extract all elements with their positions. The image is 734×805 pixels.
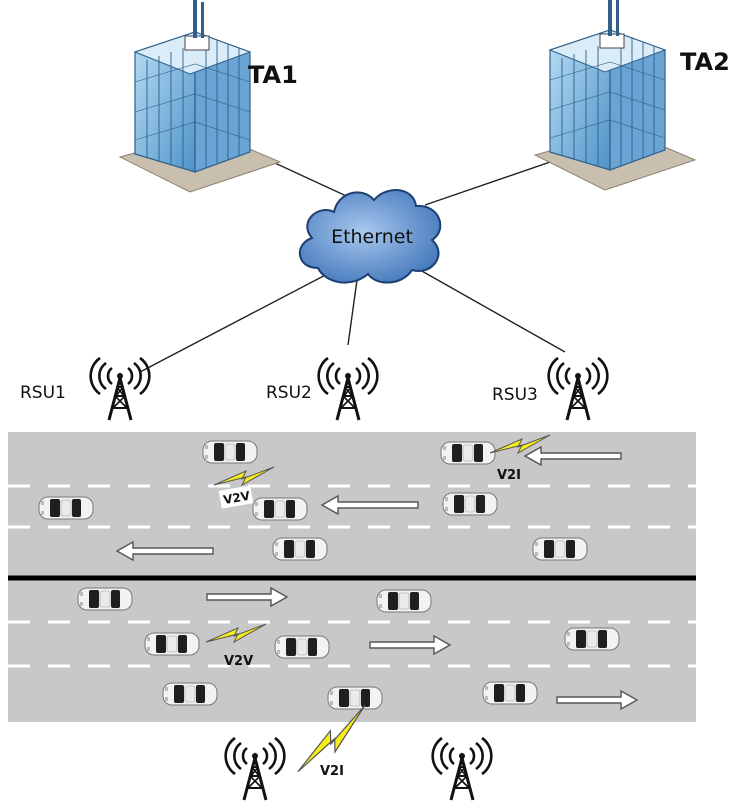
rsu2-label: RSU2 — [266, 383, 312, 403]
car — [442, 492, 498, 516]
cloud-icon-ethernet — [298, 188, 442, 284]
link-ethernet-rsu2 — [347, 279, 358, 346]
car — [532, 537, 588, 561]
car — [272, 537, 328, 561]
car — [162, 682, 218, 706]
car — [482, 681, 538, 705]
car — [274, 635, 330, 659]
rsu3-label: RSU3 — [492, 385, 538, 405]
v2v-label-bg — [218, 485, 254, 509]
v2i-label-top: V2I — [497, 468, 521, 483]
v2i-label-bottom: V2I — [320, 764, 344, 779]
rsu1-tower-icon — [89, 356, 151, 422]
car — [202, 440, 258, 464]
server-label-ta2: TA2 — [680, 48, 730, 76]
link-ethernet-rsu1 — [139, 269, 336, 373]
car — [144, 632, 200, 656]
v2v-label-top: V2V — [222, 489, 252, 508]
lane-markings — [8, 484, 696, 668]
rsu1-label: RSU1 — [20, 383, 66, 403]
car — [564, 627, 620, 651]
v2i-lightning-icon — [297, 705, 366, 773]
car — [252, 497, 308, 521]
link-ethernet-rsu3 — [419, 269, 566, 353]
v2v-label-bottom: V2V — [224, 654, 253, 669]
roadside-tower-icon — [431, 736, 493, 802]
car — [38, 496, 94, 520]
car — [327, 686, 383, 710]
car — [77, 587, 133, 611]
server-label-ta1: TA1 — [248, 61, 298, 89]
building-icon-ta1 — [119, 0, 281, 193]
roadside-tower-icon — [224, 736, 286, 802]
rsu3-tower-icon — [547, 356, 609, 422]
car — [376, 589, 432, 613]
building-icon-ta2 — [534, 0, 696, 191]
car — [440, 441, 496, 465]
cloud-label-ethernet: Ethernet — [331, 226, 413, 248]
rsu2-tower-icon — [317, 356, 379, 422]
